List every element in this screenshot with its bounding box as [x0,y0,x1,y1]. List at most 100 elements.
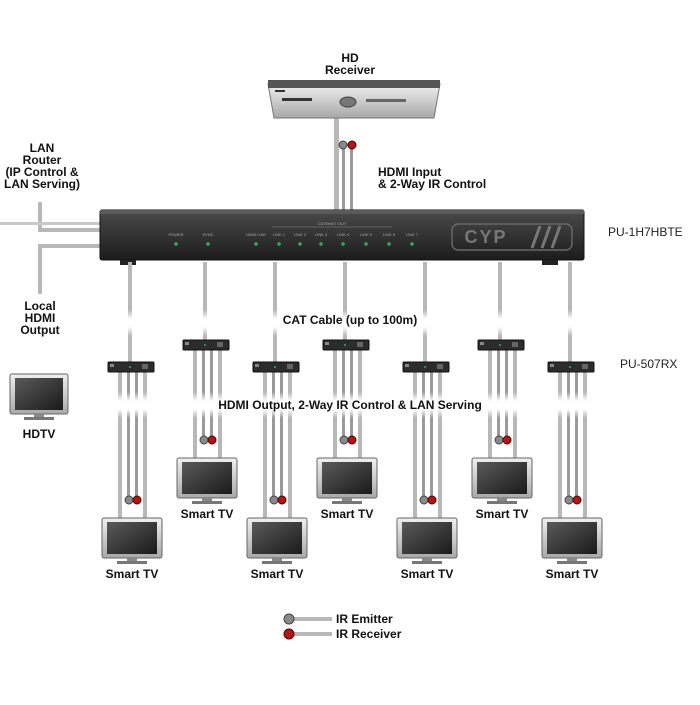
ir-emitter-dot [199,435,209,445]
lan-cable-vertical [38,202,42,232]
svg-text:CYP: CYP [464,227,507,247]
hd-receiver-label: HD Receiver [324,51,376,77]
transmitter-panel-labels: POWER SYNC HDMI LINK LINK 1 LINK 2 LINK 3 LINK… [168,232,418,237]
panel-label: LINK 1 [273,232,286,237]
smart-tv-label: Smart TV [180,507,234,521]
panel-label: POWER [168,232,183,237]
lan-cable-branch [0,222,102,225]
smart-tv-label: Smart TV [400,567,454,581]
cat-cable [498,262,502,340]
ir-cable [135,370,138,496]
receiver-box [182,339,230,351]
ir-receiver-dot [502,435,512,445]
ir-receiver-dot [347,140,357,150]
ir-cable-receiver-source [350,148,353,213]
hdmi-output-cable [118,370,122,518]
panel-label: HDMI LINK [246,232,267,237]
panel-label: LINK 6 [383,232,396,237]
transmitter-device: CYP POWER SYNC HDMI LINK LINK 1 LINK 2 LINK 3… [99,209,585,265]
ir-cable [567,370,570,496]
status-led [298,242,302,246]
ir-emitter-dot [419,495,429,505]
local-hdmi-cable-vertical [38,244,42,294]
ir-cable [575,370,578,496]
lan-output-cable [143,370,147,518]
panel-label: LINK 3 [315,232,328,237]
legend-ir-emitter-label: IR Emitter [336,612,393,626]
receiver-model-label: PU-507RX [620,357,678,371]
transmitter-leds [174,242,414,246]
ir-receiver-dot [572,495,582,505]
ir-receiver-dot [132,495,142,505]
status-led [174,242,178,246]
smart-tv-display [541,517,603,564]
smart-tv-display [246,517,308,564]
ir-cable [127,370,130,496]
legend-ir-receiver-label: IR Receiver [336,627,402,641]
receiver-box [322,339,370,351]
ir-emitter-dot [339,435,349,445]
hdmi-output-cable [263,370,267,518]
hdmi-output-label: HDMI Output, 2-Way IR Control & LAN Serv… [218,398,482,412]
receiver-column [101,262,163,564]
panel-label: LINK 4 [337,232,350,237]
cat-cable [343,262,347,340]
ir-emitter-dot [124,495,134,505]
ir-cable-emitter-source [342,148,345,213]
ir-cable [422,370,425,496]
ir-cable [272,370,275,496]
smart-tv-label: Smart TV [545,567,599,581]
receiver-box [252,361,300,373]
hdmi-input-cable [334,118,339,213]
lan-router-label: LAN Router (IP Control & LAN Serving) [3,141,80,191]
status-led [319,242,323,246]
panel-label: LINK 2 [294,232,307,237]
lan-output-cable [288,370,292,518]
ir-cable [430,370,433,496]
smart-tv-label: Smart TV [250,567,304,581]
status-led [364,242,368,246]
panel-label: LINK 7 [406,232,419,237]
svg-text:CAT5e/6/7 OUT: CAT5e/6/7 OUT [318,221,347,226]
status-led [410,242,414,246]
status-led [206,242,210,246]
hdmi-cable-fade-band [100,392,620,418]
ir-emitter-dot [494,435,504,445]
smart-tv-label: Smart TV [475,507,529,521]
legend-emitter-cable [284,617,332,621]
ir-receiver-dot [347,435,357,445]
panel-label: LINK 5 [360,232,373,237]
ir-emitter-dot [338,140,348,150]
cat-cable-label: CAT Cable (up to 100m) [282,313,418,327]
receiver-box [547,361,595,373]
smart-tv-display [396,517,458,564]
smart-tv-display [176,457,238,504]
hdmi-output-cable [558,370,562,518]
legend: IR Emitter IR Receiver [283,612,402,641]
receiver-box [477,339,525,351]
smart-tv-display [101,517,163,564]
panel-label: SYNC [202,232,213,237]
legend-ir-receiver-icon [283,628,295,640]
ir-cable [280,370,283,496]
cyp-logo: CYP [451,223,573,251]
smart-tv-label: Smart TV [105,567,159,581]
ir-receiver-dot [427,495,437,505]
hd-receiver-device [267,80,441,119]
receiver-box [402,361,450,373]
receiver-column [316,262,378,504]
status-led [341,242,345,246]
hdmi-input-label: HDMI Input & 2-Way IR Control [378,165,487,191]
legend-receiver-cable [284,632,332,636]
receiver-column [176,262,238,504]
smart-tv-label: Smart TV [320,507,374,521]
local-hdmi-cable-horizontal [38,244,102,248]
receiver-box [107,361,155,373]
status-led [277,242,281,246]
ir-emitter-dot [269,495,279,505]
cable-layer [0,118,353,294]
local-hdmi-output-label: Local HDMI Output [20,299,60,337]
ir-receiver-dot [207,435,217,445]
